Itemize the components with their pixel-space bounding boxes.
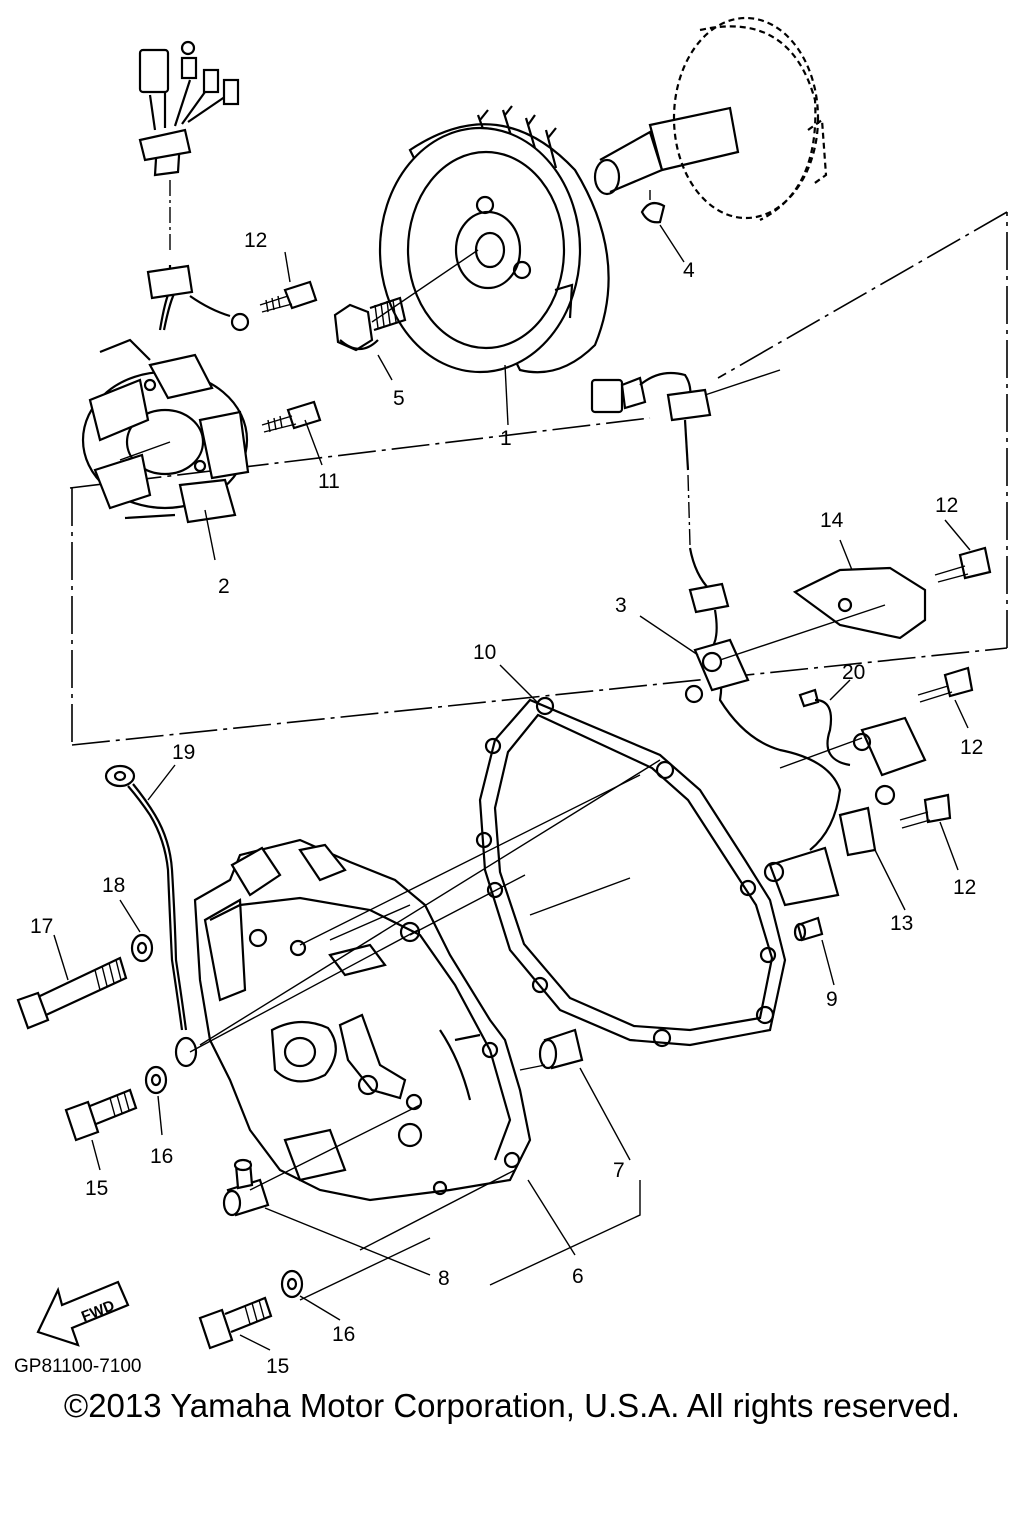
drawing-code: GP81100-7100 (14, 1356, 141, 1377)
stator-lead-wire (138, 40, 250, 332)
part-label-9: 9 (826, 988, 838, 1011)
woodruff-key (640, 190, 666, 224)
right-bolts (899, 546, 992, 829)
earth-lead (104, 764, 198, 1068)
cable-guide (792, 566, 927, 640)
part-label-17: 17 (30, 915, 53, 938)
copyright-notice: ©2013 Yamaha Motor Corporation, U.S.A. A… (64, 1387, 960, 1424)
crankshaft (593, 16, 828, 221)
part-label-19: 19 (172, 741, 195, 764)
part-label-7: 7 (613, 1159, 625, 1182)
fwd-arrow-icon: FWD (36, 1280, 130, 1347)
part-label-16-a: 16 (150, 1145, 173, 1168)
leader-lines (53, 224, 971, 1351)
part-label-1: 1 (500, 427, 512, 450)
stator-bolts (259, 280, 322, 433)
stator-assembly (81, 338, 250, 524)
rotor-nut (333, 296, 407, 352)
collar (538, 1028, 584, 1070)
part-label-11: 11 (318, 470, 340, 493)
cover-bolts (16, 956, 273, 1350)
washers (130, 933, 304, 1299)
part-label-12-b: 12 (935, 494, 958, 517)
part-label-4: 4 (683, 259, 695, 282)
part-label-20: 20 (842, 661, 865, 684)
part-label-12-d: 12 (953, 876, 976, 899)
pickup-coil-harness (590, 371, 842, 851)
part-label-5: 5 (393, 387, 405, 410)
dowel-pin (793, 916, 824, 942)
part-label-16-b: 16 (332, 1323, 355, 1346)
part-label-14: 14 (820, 509, 844, 532)
part-label-13: 13 (890, 912, 913, 935)
part-label-10: 10 (473, 641, 496, 664)
part-label-15-b: 15 (266, 1355, 289, 1378)
part-number-labels: 1 2 3 4 5 6 7 8 9 10 11 12 12 12 12 13 1… (30, 229, 983, 1378)
part-label-18: 18 (102, 874, 125, 897)
part-label-15-a: 15 (85, 1177, 108, 1200)
part-label-12-a: 12 (244, 229, 267, 252)
part-label-3: 3 (615, 594, 627, 617)
part-label-8: 8 (438, 1267, 450, 1290)
neutral-switch (763, 688, 927, 907)
part-label-6: 6 (572, 1265, 584, 1288)
part-label-12-c: 12 (960, 736, 983, 759)
oil-nipple (222, 1158, 270, 1217)
assembly-boundary (69, 211, 1008, 746)
crankcase-cover-gasket (475, 696, 787, 1048)
rotor-flywheel (378, 105, 610, 374)
crankcase-cover (193, 838, 532, 1202)
part-label-2: 2 (218, 575, 230, 598)
